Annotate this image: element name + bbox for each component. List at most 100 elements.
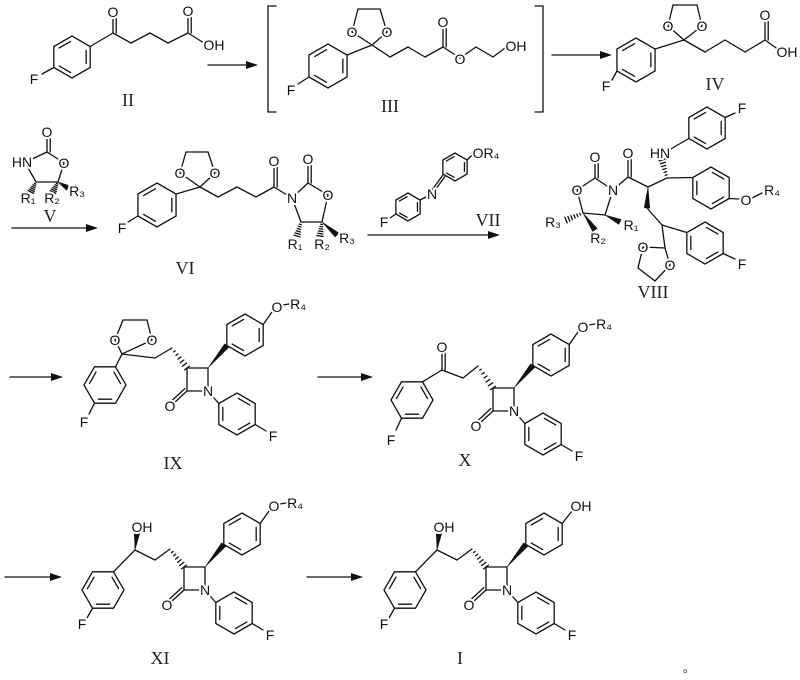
aromatic-bond [58, 65, 72, 74]
hash-bond [567, 215, 571, 222]
single-bond [612, 176, 629, 191]
single-bond [764, 39, 780, 51]
single-bond [604, 189, 614, 216]
atom-label-o: O [303, 151, 314, 167]
atom-label-o: O [665, 257, 676, 273]
atom-label-o: O [183, 3, 194, 19]
compound-label-I: I [457, 648, 463, 668]
single-bond [668, 137, 690, 151]
single-bond [121, 339, 153, 355]
atom-label-f: F [30, 71, 39, 87]
double-bond [168, 586, 183, 601]
wedge-bond [435, 532, 443, 551]
compound-label-VIII: VIII [638, 282, 669, 302]
atom-label-n: N [287, 190, 297, 206]
single-bond [114, 339, 123, 355]
hash-bond [317, 230, 324, 233]
atom-label-n: N [608, 182, 618, 198]
aromatic-bond [237, 397, 251, 406]
wedge-bond [582, 212, 598, 232]
single-bond [647, 177, 668, 188]
single-bond [254, 423, 267, 432]
hash-bond [293, 234, 301, 238]
atom-label-r4: R₄ [287, 495, 303, 511]
single-bond [419, 193, 433, 201]
single-bond [307, 182, 329, 196]
wedge-bond [604, 214, 622, 225]
single-bond [321, 194, 329, 223]
single-bond [421, 369, 443, 383]
single-bond [560, 443, 573, 452]
hash-bond [485, 378, 491, 383]
single-bond [654, 264, 671, 282]
benzene-ring [215, 591, 253, 635]
aromatic-bond [705, 251, 719, 260]
single-bond [297, 76, 310, 85]
single-bond [154, 548, 171, 561]
hash-bond [317, 232, 324, 235]
single-bond [251, 622, 264, 631]
aromatic-bond [237, 422, 251, 431]
hash-bond [295, 230, 302, 233]
single-bond [149, 32, 169, 44]
aromatic-bond [58, 40, 72, 49]
double-bond [431, 174, 444, 191]
single-bond [371, 44, 391, 58]
atom-label-r2: R₂ [314, 236, 330, 252]
atom-label-o: O [269, 153, 280, 169]
aromatic-bond [621, 68, 636, 77]
hash-bond [576, 213, 579, 218]
single-bond [112, 549, 136, 573]
single-bond [351, 31, 373, 46]
single-bond [414, 549, 438, 573]
atom-label-oh: OH [434, 519, 455, 535]
hash-bond [480, 561, 487, 567]
atom-label-o: O [438, 14, 449, 30]
single-bond [654, 39, 685, 50]
single-bond [179, 172, 201, 188]
atom-label-n: N [502, 582, 512, 598]
single-bond [282, 303, 290, 306]
single-bond [199, 172, 216, 188]
reaction-arrow-head [51, 373, 63, 381]
single-bond [588, 323, 596, 326]
hash-bond [472, 550, 476, 554]
hash-bond [172, 553, 177, 557]
single-bond [492, 47, 506, 58]
hash-bond [573, 214, 576, 219]
atom-label-o: O [623, 145, 634, 161]
aromatic-bond [111, 576, 120, 590]
single-bond [568, 331, 579, 346]
single-bond [291, 182, 309, 199]
hash-bond [173, 350, 176, 353]
single-bond [459, 46, 477, 59]
atom-label-f: F [575, 448, 584, 464]
atom-label-o: O [437, 339, 448, 355]
single-bond [273, 186, 293, 199]
atom-label-o: O [590, 149, 601, 165]
aromatic-bond [705, 226, 719, 235]
reaction-arrow-head [246, 61, 258, 69]
aromatic-bond [234, 596, 248, 605]
aromatic-bond [142, 188, 157, 197]
reaction-arrow-head [351, 573, 363, 581]
single-bond [637, 267, 656, 282]
single-bond [154, 347, 173, 359]
single-bond [388, 607, 396, 619]
compound-label-V: V [44, 206, 57, 226]
aromatic-bond [530, 517, 544, 526]
atom-label-f: F [80, 414, 89, 430]
double-bond [171, 387, 186, 402]
single-bond [204, 589, 217, 604]
single-bond [666, 176, 694, 179]
atom-label-o: O [464, 597, 475, 613]
aromatic-bond [693, 111, 707, 120]
hash-bond [482, 564, 490, 570]
hash-bond [478, 558, 484, 564]
aromatic-bond [398, 195, 408, 202]
single-bond [146, 319, 153, 341]
aromatic-bond [536, 596, 550, 605]
reaction-arrow-head [488, 231, 500, 239]
single-bond [259, 510, 270, 525]
